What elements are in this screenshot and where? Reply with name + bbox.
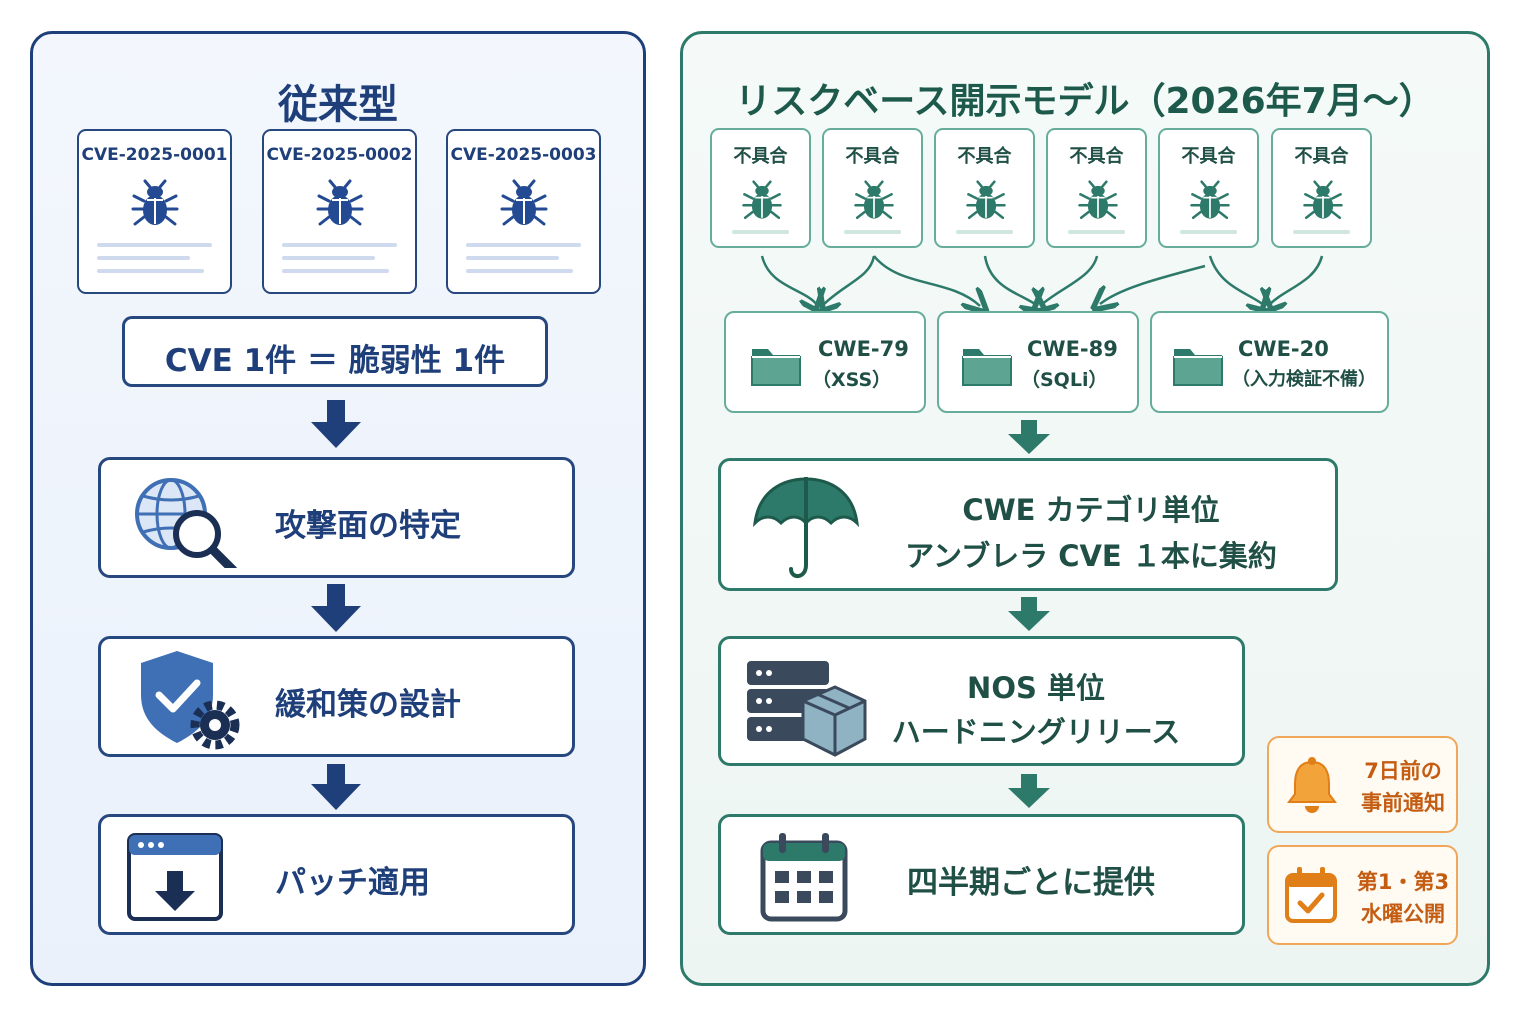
umbrella-cve-box: CWE カテゴリ単位 アンブレラ CVE １本に集約 xyxy=(718,458,1338,591)
down-arrow-icon xyxy=(311,400,361,448)
cwe-name: （入力検証不備） xyxy=(1232,369,1376,390)
folder-icon xyxy=(1172,341,1224,387)
step-label: 攻撃面の特定 xyxy=(275,508,461,544)
bug-icon xyxy=(1189,180,1231,222)
globe-search-icon xyxy=(135,478,238,568)
bell-icon xyxy=(1287,757,1337,813)
folder-icon xyxy=(961,341,1013,387)
cwe-category-card: CWE-89 （SQLi） xyxy=(937,311,1139,413)
umbrella-line1: CWE カテゴリ単位 xyxy=(962,493,1220,527)
bug-icon xyxy=(1302,180,1344,222)
down-arrow-icon xyxy=(311,584,361,632)
cwe-category-card: CWE-79 （XSS） xyxy=(724,311,926,413)
connector-arrows xyxy=(760,255,1324,318)
bug-icon xyxy=(1077,180,1119,222)
step-design-mitigation: 緩和策の設計 xyxy=(98,636,575,757)
quarterly-delivery-box: 四半期ごとに提供 xyxy=(718,814,1245,935)
cwe-id: CWE-89 xyxy=(1027,337,1118,361)
notice-line2: 事前通知 xyxy=(1361,791,1445,815)
defect-label: 不具合 xyxy=(1181,146,1236,167)
text-line xyxy=(97,269,204,273)
risk-based-title: リスクベース開示モデル（2026年7月〜） xyxy=(735,81,1435,122)
cve-id: CVE-2025-0002 xyxy=(266,145,413,165)
notice-line2: 水曜公開 xyxy=(1361,902,1445,926)
umbrella-line2: アンブレラ CVE １本に集約 xyxy=(905,539,1277,573)
defect-card: 不具合 xyxy=(710,128,811,248)
down-arrow-icon xyxy=(1008,774,1050,808)
notice-line1: 7日前の xyxy=(1364,759,1442,783)
down-arrow-icon xyxy=(1008,420,1050,454)
cwe-name: （SQLi） xyxy=(1021,369,1108,391)
shield-gear-icon xyxy=(141,651,240,750)
text-line xyxy=(844,230,901,234)
bug-icon xyxy=(130,179,180,229)
notice-line1: 第1・第3 xyxy=(1356,870,1450,894)
calendar-icon xyxy=(760,833,848,922)
bug-icon xyxy=(965,180,1007,222)
text-line xyxy=(282,243,397,247)
text-line xyxy=(466,269,573,273)
defect-card: 不具合 xyxy=(1271,128,1372,248)
bug-icon xyxy=(499,179,549,229)
bug-icon xyxy=(741,180,783,222)
text-line xyxy=(282,256,375,260)
defect-card: 不具合 xyxy=(934,128,1035,248)
step-label: パッチ適用 xyxy=(275,865,430,901)
defect-label: 不具合 xyxy=(957,146,1012,167)
defect-card: 不具合 xyxy=(1158,128,1259,248)
cwe-id: CWE-20 xyxy=(1238,337,1329,361)
text-line xyxy=(466,256,559,260)
defect-label: 不具合 xyxy=(733,146,788,167)
cve-id: CVE-2025-0001 xyxy=(81,145,228,165)
calendar-check-icon xyxy=(1285,867,1337,923)
server-package-icon xyxy=(747,661,867,757)
umbrella-icon xyxy=(752,477,860,578)
text-line xyxy=(732,230,789,234)
down-arrow-icon xyxy=(1008,597,1050,631)
download-window-icon xyxy=(127,833,223,921)
advance-notice-box: 7日前の 事前通知 xyxy=(1267,736,1458,833)
bug-icon xyxy=(853,180,895,222)
cwe-name: （XSS） xyxy=(812,369,892,391)
cve-id: CVE-2025-0003 xyxy=(450,145,597,165)
defect-label: 不具合 xyxy=(1069,146,1124,167)
folder-icon xyxy=(750,341,802,387)
text-line xyxy=(466,243,581,247)
text-line xyxy=(1293,230,1350,234)
text-line xyxy=(97,256,190,260)
text-line xyxy=(97,243,212,247)
traditional-title: 従来型 xyxy=(278,82,398,128)
down-arrow-icon xyxy=(311,764,361,810)
equation-text: CVE 1件 ＝ 脆弱性 1件 xyxy=(164,343,506,379)
text-line xyxy=(1068,230,1125,234)
text-line xyxy=(1180,230,1237,234)
cve-card: CVE-2025-0003 xyxy=(446,129,601,294)
quarterly-label: 四半期ごとに提供 xyxy=(907,865,1155,901)
defect-label: 不具合 xyxy=(1294,146,1349,167)
hardening-line1: NOS 単位 xyxy=(967,671,1105,705)
step-identify-attack-surface: 攻撃面の特定 xyxy=(98,457,575,578)
bug-icon xyxy=(315,179,365,229)
equation-box: CVE 1件 ＝ 脆弱性 1件 xyxy=(122,316,548,387)
hardening-release-box: NOS 単位 ハードニングリリース xyxy=(718,636,1245,766)
cve-card: CVE-2025-0001 xyxy=(77,129,232,294)
defect-card: 不具合 xyxy=(1046,128,1147,248)
cve-card: CVE-2025-0002 xyxy=(262,129,417,294)
step-label: 緩和策の設計 xyxy=(275,687,461,723)
defect-card: 不具合 xyxy=(822,128,923,248)
hardening-line2: ハードニングリリース xyxy=(891,715,1181,749)
defect-label: 不具合 xyxy=(845,146,900,167)
cwe-id: CWE-79 xyxy=(818,337,909,361)
cwe-category-card: CWE-20 （入力検証不備） xyxy=(1150,311,1389,413)
release-schedule-box: 第1・第3 水曜公開 xyxy=(1267,845,1458,945)
text-line xyxy=(282,269,389,273)
step-apply-patch: パッチ適用 xyxy=(98,814,575,935)
text-line xyxy=(956,230,1013,234)
